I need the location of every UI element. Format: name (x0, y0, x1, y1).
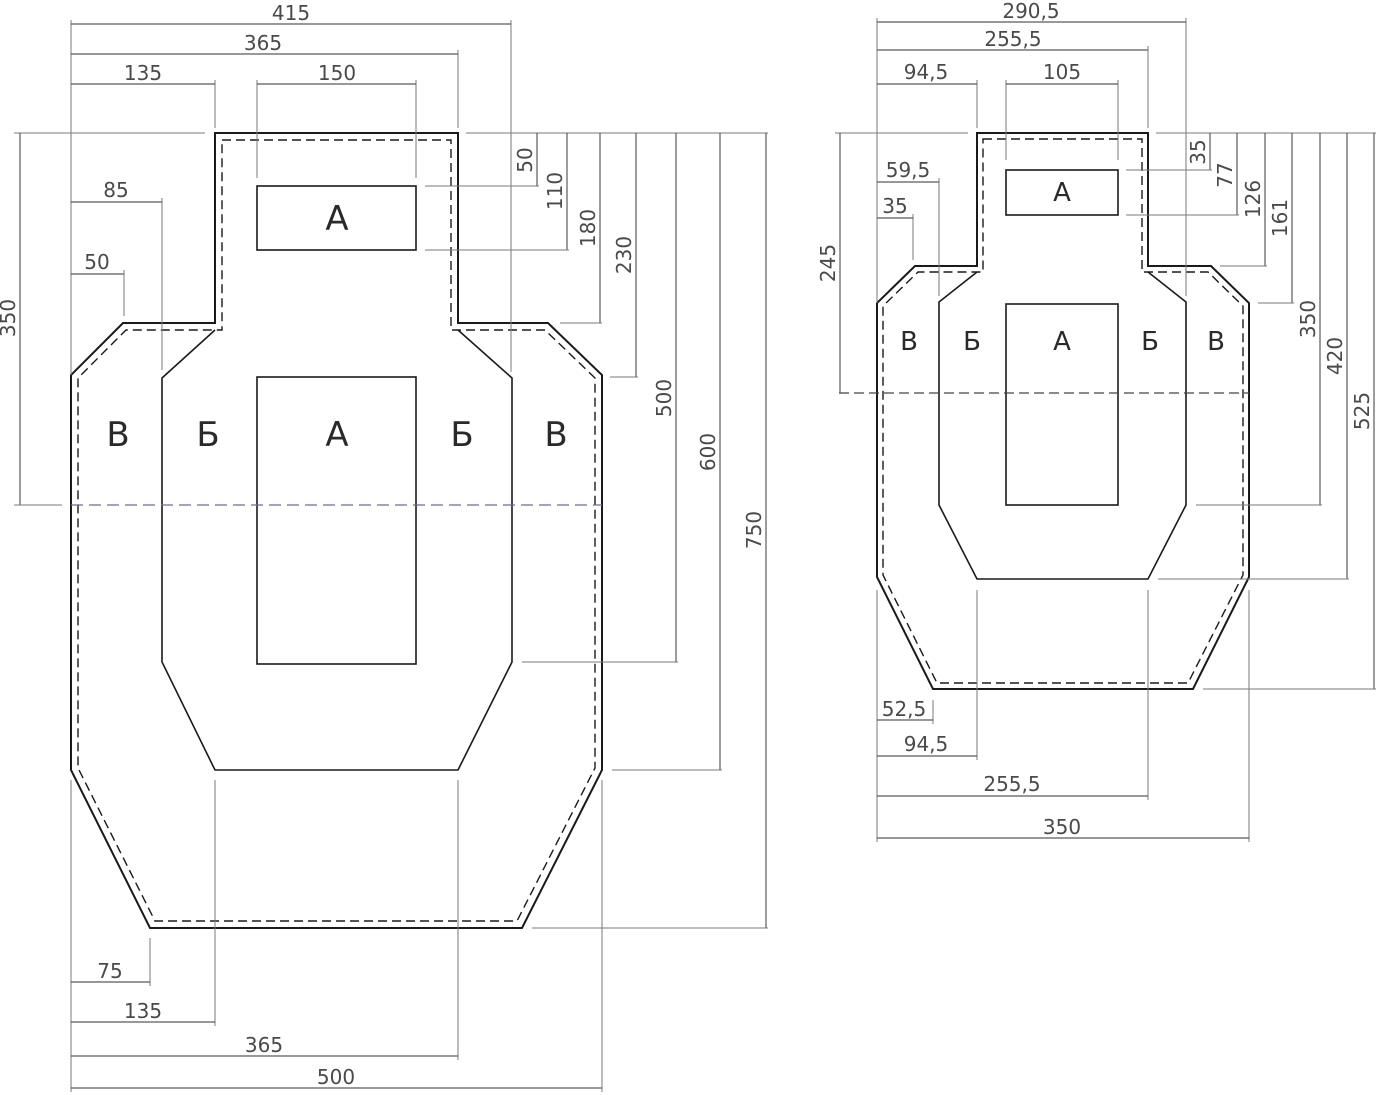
large-dim-75: 75 (97, 959, 122, 983)
large-body-a-box (256, 376, 417, 665)
small-zone-v-left: В (900, 327, 918, 357)
large-dim-750: 750 (742, 511, 766, 549)
large-dim-230: 230 (612, 236, 636, 274)
small-dim-945-top: 94,5 (904, 60, 949, 84)
small-head-a-box (1005, 169, 1119, 216)
small-bottom-dimensions: 52,5 94,5 255,5 350 (876, 590, 1250, 842)
large-dim-365-top: 365 (244, 31, 282, 55)
small-zone-b-boundary (938, 271, 1187, 580)
small-body-a-box (1005, 303, 1119, 506)
small-dim-126: 126 (1241, 180, 1265, 218)
small-dim-2555-bottom: 255,5 (983, 772, 1040, 796)
large-zone-b-boundary (161, 329, 513, 771)
small-zone-v-right: В (1207, 327, 1225, 357)
large-dim-500-right: 500 (652, 379, 676, 417)
small-dim-245: 245 (816, 244, 840, 282)
small-dim-77: 77 (1213, 162, 1237, 187)
large-dim-350: 350 (0, 299, 20, 337)
small-dim-105: 105 (1043, 60, 1081, 84)
large-zone-v-left: В (106, 415, 129, 455)
large-dim-135-bottom: 135 (124, 999, 162, 1023)
large-zone-b-right: Б (450, 415, 473, 455)
large-dim-500-bottom: 500 (317, 1065, 355, 1089)
large-dim-85: 85 (103, 178, 128, 202)
large-dim-50-right: 50 (513, 147, 537, 172)
large-dim-415: 415 (272, 1, 310, 25)
large-dim-135-top: 135 (124, 61, 162, 85)
small-target-outline (876, 132, 1250, 690)
small-dim-525: 525 (1350, 392, 1374, 430)
large-dim-180: 180 (576, 209, 600, 247)
large-zone-v-right: В (544, 415, 567, 455)
small-zone-a-body: А (1053, 327, 1071, 357)
large-dim-600: 600 (696, 433, 720, 471)
large-zone-a-body: А (325, 415, 348, 455)
large-bottom-dimensions: 75 135 365 500 (70, 780, 603, 1092)
small-dim-2905: 290,5 (1002, 0, 1059, 23)
small-dim-595: 59,5 (886, 158, 931, 182)
small-dim-420: 420 (1323, 337, 1347, 375)
small-zone-a-head: А (1053, 178, 1071, 208)
small-target: А В Б А Б В 290,5 255,5 94,5 105 59,5 (816, 0, 1376, 842)
small-dim-350-right: 350 (1296, 300, 1320, 338)
small-dim-161: 161 (1268, 199, 1292, 237)
small-dim-35-right: 35 (1186, 139, 1210, 164)
small-dim-2555-top: 255,5 (984, 27, 1041, 51)
large-dim-110: 110 (543, 172, 567, 210)
small-left-dimensions: 245 (816, 132, 968, 393)
small-dim-945-bottom: 94,5 (904, 732, 949, 756)
large-dim-150: 150 (318, 61, 356, 85)
large-head-a-box (256, 185, 417, 251)
large-zone-a-head: А (325, 199, 348, 239)
small-target-cut-line (882, 138, 1244, 684)
small-dim-350-bottom: 350 (1043, 815, 1081, 839)
small-right-dimensions: 35 77 126 161 350 420 525 (1126, 132, 1376, 690)
large-target-outline (70, 132, 603, 929)
small-zone-b-left: Б (963, 327, 981, 357)
large-dim-365-bottom: 365 (245, 1033, 283, 1057)
large-zone-b-left: Б (196, 415, 219, 455)
small-zone-b-right: Б (1141, 327, 1159, 357)
large-right-dimensions: 50 110 180 230 500 600 750 (425, 132, 768, 929)
small-dim-35-left: 35 (882, 194, 907, 218)
large-left-dimensions: 350 (0, 132, 205, 506)
large-target: А В Б А Б В 415 365 135 150 85 (0, 1, 768, 1092)
large-dim-50-left: 50 (84, 250, 109, 274)
small-dim-525-bottom: 52,5 (882, 697, 927, 721)
large-top-dimensions: 415 365 135 150 85 50 (70, 1, 512, 375)
large-target-cut-line (77, 139, 596, 922)
small-top-dimensions: 290,5 255,5 94,5 105 59,5 35 (876, 0, 1187, 303)
